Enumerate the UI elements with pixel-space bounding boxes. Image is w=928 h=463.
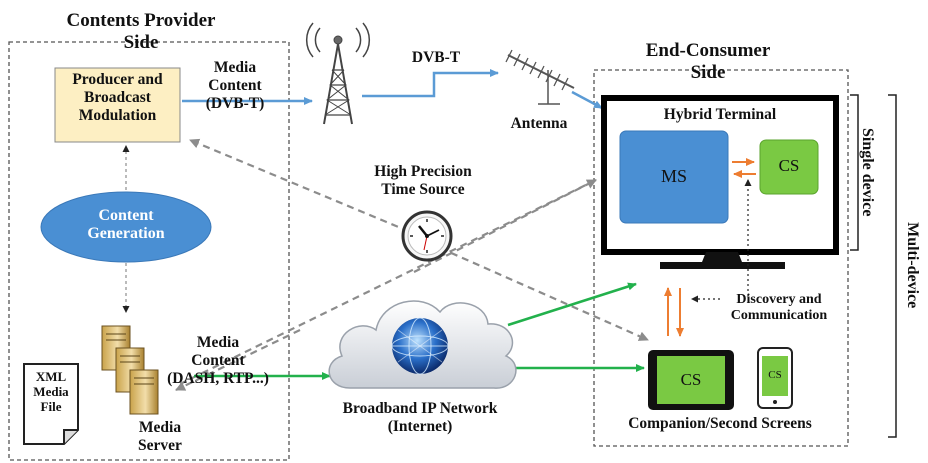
dvbt-label: DVB-T: [411, 49, 461, 66]
multi-device-label: Multi-device: [904, 222, 922, 309]
sync-arrow-to-tablet: [439, 246, 649, 342]
consumer-region: [593, 69, 849, 447]
dvbt-link: [362, 69, 499, 98]
provider-region: [8, 41, 290, 461]
sync-arrow-to-tv: [413, 179, 597, 273]
provider-title: Contents Provider Side: [66, 10, 216, 53]
clock-icon: [401, 210, 453, 262]
single-device-bracket: [850, 94, 859, 251]
media-server-label: Media Server: [138, 419, 182, 454]
xml-file-label: XML Media File: [33, 369, 69, 414]
producer-label: Producer and Broadcast Modulation: [72, 71, 163, 124]
hybrid-terminal-label: Hybrid Terminal: [663, 106, 777, 123]
content-generation-ellipse: [40, 191, 212, 263]
single-device-label: Single device: [859, 127, 877, 217]
content-generation-label: Content Generation: [87, 207, 165, 243]
broadcast-tower-icon: [306, 22, 370, 125]
media-server-icon: [101, 325, 159, 415]
sync-arrow-to-producer: [189, 138, 421, 238]
sync-arrow-to-server: [175, 329, 301, 391]
media-content-dvbt-label: Media Content (DVB-T): [205, 59, 265, 112]
media-content-dash-label: Media Content (DASH, RTP...): [167, 334, 269, 387]
antenna-icon: [505, 49, 575, 105]
producer-box: [54, 67, 181, 143]
globe-icon: [391, 317, 449, 375]
network-to-tv-link: [507, 282, 637, 327]
multi-device-bracket: [888, 94, 897, 438]
cs-tv-box: [759, 139, 819, 195]
ms-label: MS: [660, 166, 687, 186]
antenna-label: Antenna: [510, 115, 568, 132]
antenna-to-tv-link: [571, 90, 603, 110]
xml-file-icon: [23, 363, 79, 445]
companion-screens-label: Companion/Second Screens: [628, 415, 812, 432]
network-label: Broadband IP Network (Internet): [342, 400, 498, 435]
cs-tv-label: CS: [778, 156, 800, 175]
time-source-label: High Precision Time Source: [374, 163, 472, 198]
tablet-icon: [648, 350, 734, 410]
cs-tablet-label: CS: [680, 370, 702, 389]
discovery-label: Discovery and Communication: [730, 292, 828, 324]
consumer-title: End-Consumer Side: [645, 40, 771, 83]
phone-icon: [757, 347, 793, 409]
ms-box: [619, 130, 729, 224]
cs-phone-label: CS: [768, 369, 782, 381]
